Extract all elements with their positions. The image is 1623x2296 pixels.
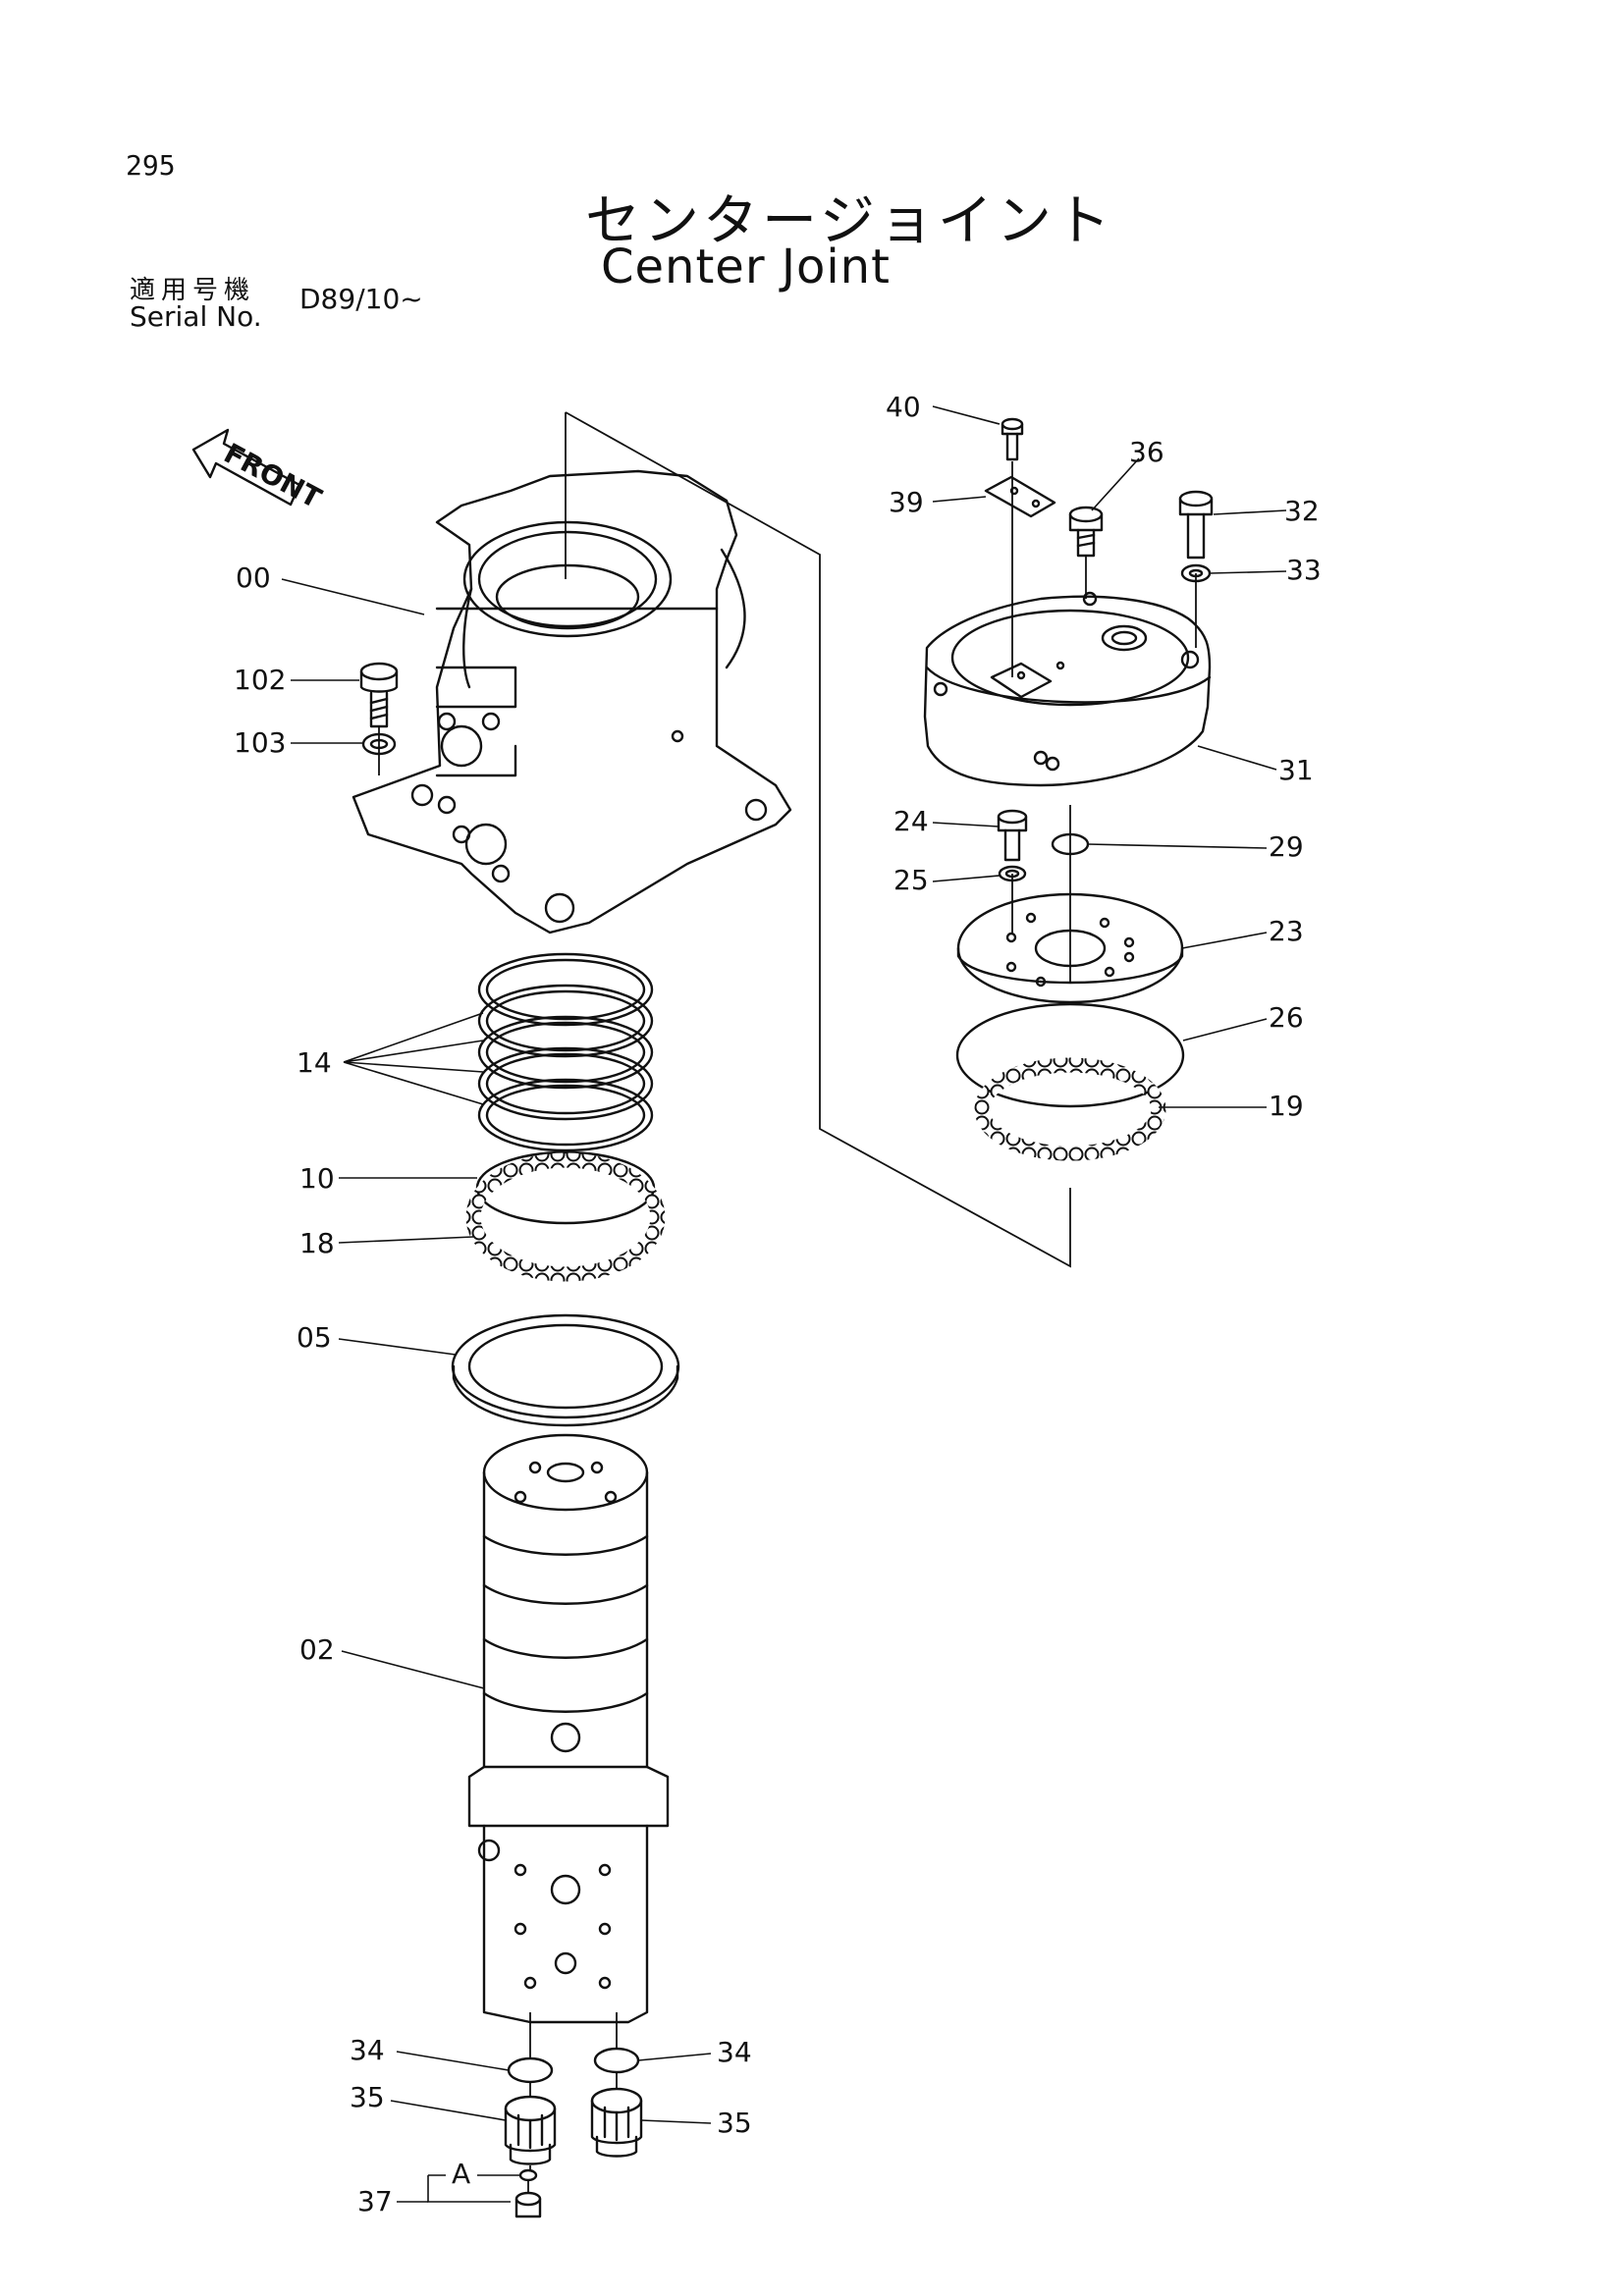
callout-37: 37	[357, 2185, 393, 2217]
plug-part-37	[514, 2191, 542, 2218]
callout-35-left: 35	[350, 2081, 385, 2113]
callout-35-right: 35	[717, 2107, 752, 2139]
callout-00: 00	[236, 561, 271, 594]
callout-02: 02	[299, 1633, 335, 1666]
callout-102: 102	[234, 664, 286, 696]
cover-part-31	[923, 591, 1212, 787]
cover-ring-part-05	[451, 1313, 680, 1427]
washer-part-a	[518, 2168, 538, 2182]
callout-40: 40	[886, 391, 921, 423]
callout-25: 25	[893, 864, 929, 896]
ball-ring-part-19	[974, 1057, 1166, 1161]
leader-lines	[281, 405, 1287, 2203]
bolt-part-24	[997, 809, 1028, 862]
plug-part-35-left	[504, 2095, 557, 2165]
o-rings-part-14	[477, 952, 654, 1152]
bolt-part-36	[1068, 506, 1104, 558]
callout-10: 10	[299, 1162, 335, 1195]
assembly-lines	[378, 411, 1197, 2193]
serial-label-japanese: 適用号機	[130, 276, 256, 305]
bolt-part-102	[359, 662, 399, 728]
callout-19: 19	[1269, 1090, 1304, 1122]
callout-23: 23	[1269, 915, 1304, 947]
plug-part-35-right	[590, 2087, 643, 2158]
callout-32: 32	[1284, 495, 1320, 527]
callout-33: 33	[1286, 554, 1322, 586]
callout-103: 103	[234, 726, 286, 759]
callout-18: 18	[299, 1227, 335, 1259]
bolt-part-32	[1178, 490, 1214, 560]
callout-34-right: 34	[717, 2036, 752, 2068]
serial-value: D89/10~	[299, 283, 423, 315]
front-label: FRONT	[219, 437, 327, 514]
callout-24: 24	[893, 805, 929, 837]
callout-34-left: 34	[350, 2034, 385, 2066]
callout-39: 39	[889, 486, 924, 518]
o-ring-part-34-left	[507, 2056, 554, 2084]
title-english: Center Joint	[601, 240, 891, 294]
callout-29: 29	[1269, 830, 1304, 863]
title-japanese: センタージョイント	[585, 189, 1114, 253]
front-arrow-icon	[191, 428, 301, 507]
ball-ring-part-18	[465, 1152, 666, 1282]
serial-label-english: Serial No.	[130, 300, 262, 333]
callout-36: 36	[1129, 436, 1164, 468]
callout-14: 14	[297, 1046, 332, 1079]
spindle-part-02	[467, 1433, 670, 2024]
callout-a: A	[452, 2158, 470, 2190]
callout-05: 05	[297, 1321, 332, 1354]
lock-plate-part-39	[984, 475, 1056, 518]
callout-26: 26	[1269, 1001, 1304, 1034]
bolt-part-40	[1001, 417, 1024, 461]
plate-part-23	[956, 892, 1184, 1004]
seal-part-26	[955, 1002, 1185, 1108]
callout-31: 31	[1278, 754, 1314, 786]
page-number: 295	[126, 149, 176, 182]
housing-part-00	[352, 469, 792, 934]
o-ring-part-34-right	[593, 2047, 640, 2074]
